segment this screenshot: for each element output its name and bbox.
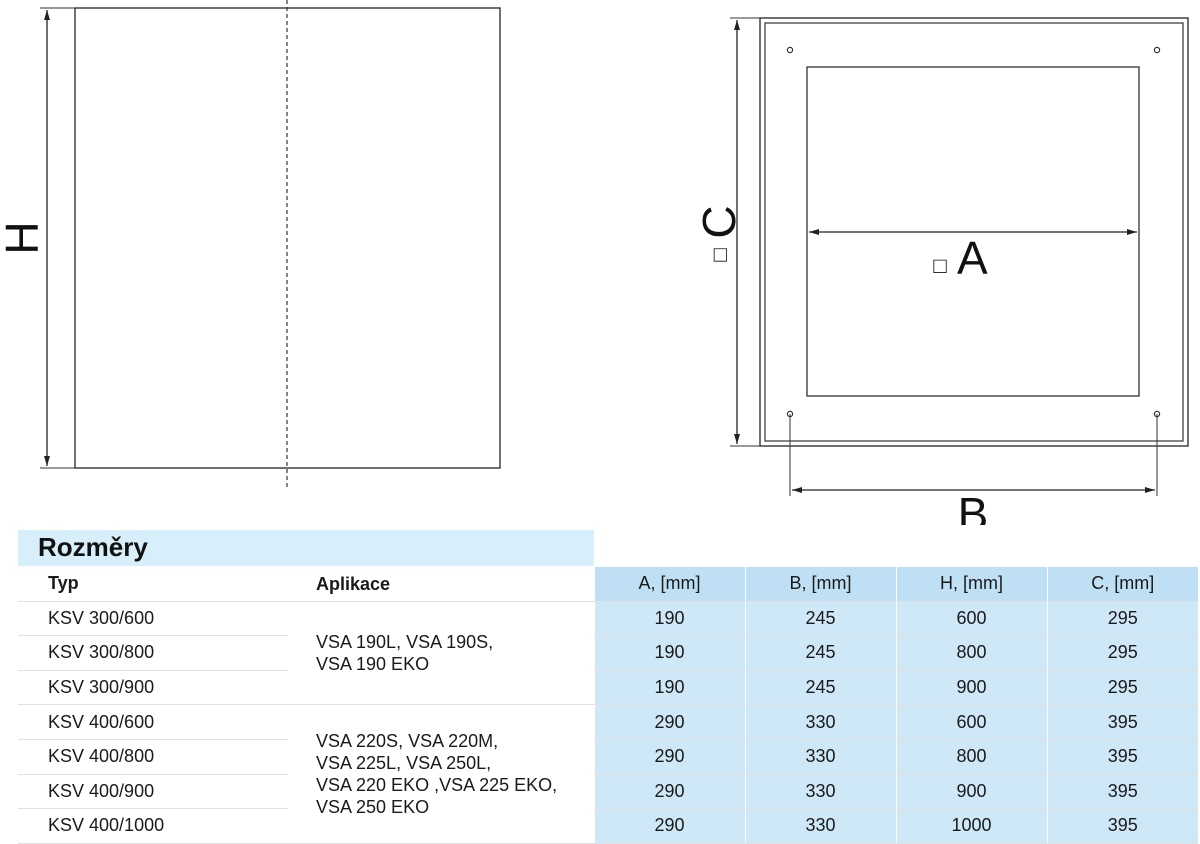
opening xyxy=(806,66,1140,397)
technical-drawing: H C □ □ A B xyxy=(0,0,1189,525)
cell-b: 330 xyxy=(744,739,896,775)
header-c: C, [mm] xyxy=(1046,567,1198,602)
cell-h: 600 xyxy=(895,704,1047,740)
table-title: Rozměry xyxy=(38,532,148,562)
aplikace-line: VSA 190 EKO xyxy=(316,653,430,674)
square-symbol-a: □ xyxy=(933,253,946,278)
header-a: A, [mm] xyxy=(593,567,745,602)
dimension-h-label: H xyxy=(0,221,48,254)
cell-h: 800 xyxy=(895,739,1047,775)
square-symbol-c: □ xyxy=(707,248,732,261)
cell-typ: KSV 300/600 xyxy=(18,601,288,637)
cell-typ: KSV 400/800 xyxy=(18,739,288,775)
dimension-a-label: A xyxy=(957,232,988,284)
cell-a: 190 xyxy=(593,670,745,706)
cell-c: 295 xyxy=(1046,670,1198,706)
side-view: H xyxy=(0,0,501,490)
cell-h: 1000 xyxy=(895,808,1047,844)
cell-a: 290 xyxy=(593,704,745,740)
cell-h: 900 xyxy=(895,774,1047,810)
cell-h: 600 xyxy=(895,601,1047,637)
cell-typ: KSV 400/600 xyxy=(18,704,288,740)
cell-typ: KSV 400/1000 xyxy=(18,808,288,844)
aplikace-line: VSA 250 EKO xyxy=(316,797,430,818)
cell-c: 395 xyxy=(1046,774,1198,810)
cell-typ: KSV 400/900 xyxy=(18,774,288,810)
cell-a: 190 xyxy=(593,635,745,671)
cell-b: 330 xyxy=(744,774,896,810)
header-aplikace: Aplikace xyxy=(288,567,594,602)
table-header-row: Typ Aplikace A, [mm] B, [mm] H, [mm] C, … xyxy=(18,567,1198,602)
aplikace-line: VSA 220S, VSA 220M, xyxy=(316,731,499,752)
cell-h: 900 xyxy=(895,670,1047,706)
header-b: B, [mm] xyxy=(744,567,896,602)
mounting-hole xyxy=(1153,46,1161,54)
inner-frame xyxy=(764,22,1184,442)
cell-a: 290 xyxy=(593,808,745,844)
table-row: KSV 300/900 190 245 900 295 xyxy=(18,670,1198,706)
table-row: KSV 300/600 VSA 190L, VSA 190S, VSA 190 … xyxy=(18,601,1198,706)
cell-b: 245 xyxy=(744,635,896,671)
cell-b: 245 xyxy=(744,670,896,706)
cell-c: 395 xyxy=(1046,739,1198,775)
cell-c: 395 xyxy=(1046,704,1198,740)
cell-c: 395 xyxy=(1046,808,1198,844)
table-row: KSV 300/800 190 245 800 295 xyxy=(18,635,1198,671)
table-row: KSV 400/800 290 330 800 395 xyxy=(18,739,1198,775)
cell-a: 290 xyxy=(593,774,745,810)
table-row: KSV 400/900 290 330 900 395 xyxy=(18,774,1198,810)
cell-typ: KSV 300/900 xyxy=(18,670,288,706)
cell-aplikace: VSA 220S, VSA 220M, VSA 225L, VSA 250L, … xyxy=(288,704,594,844)
dimension-b-label: B xyxy=(958,488,989,525)
cell-a: 290 xyxy=(593,739,745,775)
cell-c: 295 xyxy=(1046,635,1198,671)
cell-b: 330 xyxy=(744,808,896,844)
cell-a: 190 xyxy=(593,601,745,637)
aplikace-line: VSA 220 EKO ,VSA 225 EKO, xyxy=(316,775,558,796)
dimension-c-label: C xyxy=(693,205,745,238)
front-view: C □ □ A B xyxy=(693,17,1189,525)
header-typ: Typ xyxy=(18,567,288,602)
cell-aplikace: VSA 190L, VSA 190S, VSA 190 EKO xyxy=(288,601,594,706)
header-h: H, [mm] xyxy=(895,567,1047,602)
cell-typ: KSV 300/800 xyxy=(18,635,288,671)
cell-b: 245 xyxy=(744,601,896,637)
table-title-band xyxy=(18,530,594,566)
table-row: KSV 400/1000 290 330 1000 395 xyxy=(18,808,1198,844)
table-row: KSV 400/600 VSA 220S, VSA 220M, VSA 225L… xyxy=(18,704,1198,844)
aplikace-line: VSA 190L, VSA 190S, xyxy=(316,631,494,652)
outer-frame xyxy=(759,17,1189,447)
dimensions-table: Typ Aplikace A, [mm] B, [mm] H, [mm] C, … xyxy=(18,567,1198,844)
cell-b: 330 xyxy=(744,704,896,740)
mounting-hole xyxy=(786,46,794,54)
cell-h: 800 xyxy=(895,635,1047,671)
cell-c: 295 xyxy=(1046,601,1198,637)
aplikace-line: VSA 225L, VSA 250L, xyxy=(316,753,492,774)
